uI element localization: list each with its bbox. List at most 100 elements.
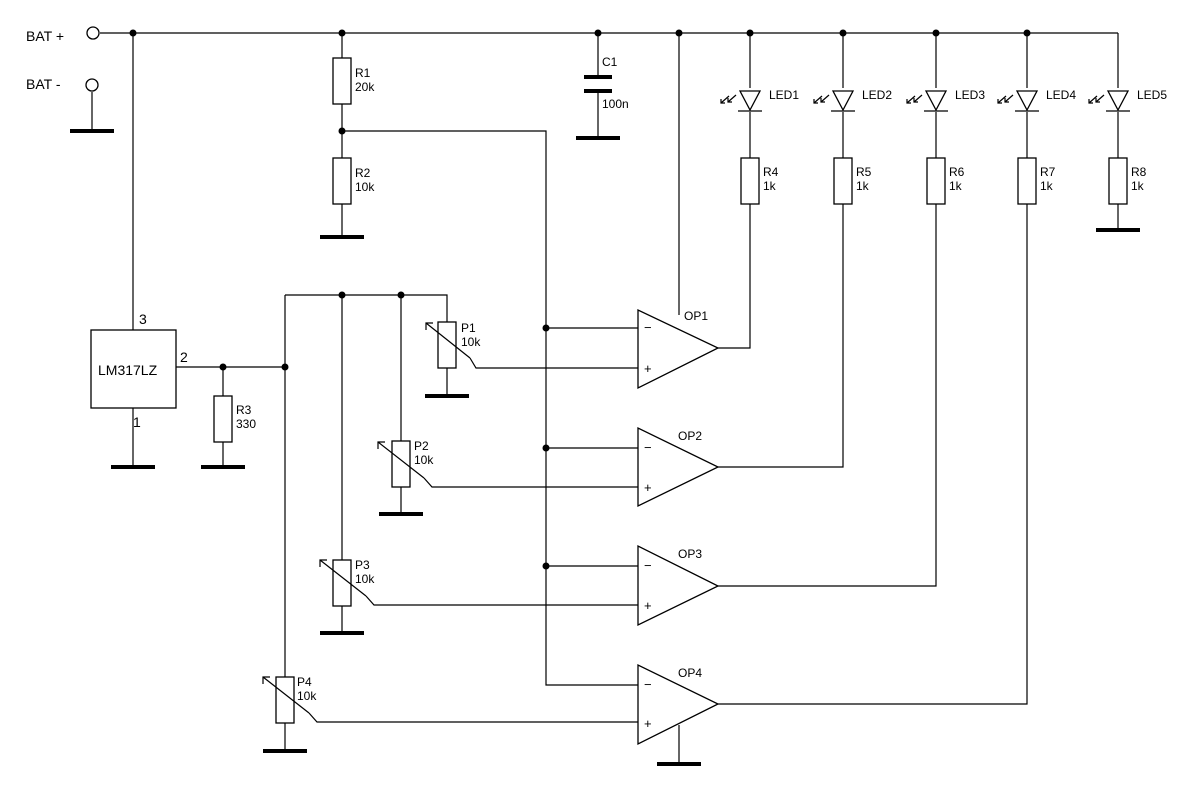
junction-dot — [675, 29, 683, 37]
led-4: LED4 — [997, 88, 1076, 112]
wire-led2-op2 — [718, 33, 844, 468]
junction-dot — [542, 562, 550, 570]
junction-dot — [746, 29, 754, 37]
junction-dot — [839, 29, 847, 37]
resistor-r2: R2 10k — [332, 157, 375, 205]
svg-text:10k: 10k — [355, 180, 375, 194]
potentiometer-p3: P3 10k — [319, 558, 375, 607]
wire-led1-op1 — [718, 33, 751, 349]
wire-led4-op4 — [718, 33, 1028, 705]
junction-dot — [397, 291, 405, 299]
led-2: LED2 — [813, 88, 892, 112]
svg-text:−: − — [644, 677, 652, 692]
capacitor-c1: C1 100n — [584, 55, 629, 111]
svg-text:10k: 10k — [414, 453, 434, 467]
svg-text:C1: C1 — [602, 55, 618, 69]
wire-p4-wiper — [308, 712, 638, 723]
svg-text:LED3: LED3 — [955, 88, 985, 102]
svg-text:R7: R7 — [1040, 165, 1056, 179]
regulator-lm317lz: LM317LZ 3 2 1 — [90, 311, 188, 430]
wire-pot-bus — [285, 294, 448, 322]
junction-dot — [542, 324, 550, 332]
opamp-op3: − + OP3 — [637, 544, 720, 627]
led-1: LED1 — [720, 88, 799, 112]
svg-text:R8: R8 — [1131, 165, 1147, 179]
resistor-r5: R5 1k — [833, 157, 872, 205]
potentiometer-p2: P2 10k — [377, 439, 434, 488]
junction-dot — [932, 29, 940, 37]
junction-dot — [129, 29, 137, 37]
resistor-r1: R1 20k — [332, 57, 375, 105]
svg-text:R2: R2 — [355, 166, 371, 180]
svg-text:P3: P3 — [355, 558, 370, 572]
resistor-r3: R3 330 — [213, 395, 256, 443]
svg-text:R6: R6 — [949, 165, 965, 179]
svg-text:P4: P4 — [297, 675, 312, 689]
svg-text:+: + — [644, 480, 652, 495]
svg-text:1: 1 — [133, 414, 141, 430]
potentiometer-p4: P4 10k — [262, 675, 317, 724]
svg-text:LED1: LED1 — [769, 88, 799, 102]
svg-text:+: + — [644, 598, 652, 613]
svg-text:R1: R1 — [355, 66, 371, 80]
svg-text:+: + — [644, 361, 652, 376]
ground-symbols — [70, 129, 1140, 766]
bat-plus-label: BAT + — [26, 28, 64, 44]
led-3: LED3 — [906, 88, 985, 112]
opamp-op2: − + OP2 — [637, 426, 720, 508]
opamp-op1: − + OP1 — [637, 308, 720, 390]
svg-text:+: + — [644, 716, 652, 731]
junction-dots — [129, 29, 1031, 570]
svg-text:330: 330 — [236, 417, 256, 431]
svg-text:−: − — [644, 558, 652, 573]
svg-text:R3: R3 — [236, 403, 252, 417]
wire-p2-wiper — [423, 477, 638, 488]
light-arrows-icon — [1088, 94, 1105, 104]
light-arrows-icon — [906, 94, 923, 104]
svg-text:20k: 20k — [355, 80, 375, 94]
battery-terminals: BAT + BAT - — [26, 26, 100, 92]
svg-text:LED2: LED2 — [862, 88, 892, 102]
junction-dot — [338, 29, 346, 37]
light-arrows-icon — [813, 94, 830, 104]
wire-led3-op3 — [718, 33, 937, 587]
svg-text:10k: 10k — [297, 689, 317, 703]
bat-minus-terminal — [85, 78, 99, 92]
light-arrows-icon — [720, 94, 737, 104]
svg-text:1k: 1k — [763, 179, 777, 193]
junction-dot — [1023, 29, 1031, 37]
junction-dot — [281, 363, 289, 371]
svg-text:10k: 10k — [355, 572, 375, 586]
svg-text:OP4: OP4 — [678, 666, 702, 680]
junction-dot — [594, 29, 602, 37]
svg-text:1k: 1k — [1040, 179, 1054, 193]
junction-dot — [338, 127, 346, 135]
resistor-r8: R8 1k — [1108, 157, 1147, 205]
opamp-op4: − + OP4 — [637, 663, 720, 746]
potentiometer-p1: P1 10k — [425, 321, 481, 369]
bat-minus-label: BAT - — [26, 76, 61, 92]
svg-text:1k: 1k — [1131, 179, 1145, 193]
wire-p3-wiper — [365, 595, 638, 606]
resistor-r6: R6 1k — [926, 157, 965, 205]
wire-inverting-inputs — [546, 327, 638, 567]
svg-text:1k: 1k — [856, 179, 870, 193]
svg-text:R4: R4 — [763, 165, 779, 179]
svg-text:P2: P2 — [414, 439, 429, 453]
wires — [91, 32, 1119, 762]
svg-text:OP2: OP2 — [678, 429, 702, 443]
wire-reference — [342, 130, 638, 686]
svg-text:P1: P1 — [461, 321, 476, 335]
svg-text:OP3: OP3 — [678, 547, 702, 561]
light-arrows-icon — [997, 94, 1014, 104]
resistor-r7: R7 1k — [1017, 157, 1056, 205]
svg-text:R5: R5 — [856, 165, 872, 179]
junction-dot — [219, 363, 227, 371]
svg-text:−: − — [644, 320, 652, 335]
wire-p1-wiper — [469, 357, 638, 369]
svg-text:10k: 10k — [461, 335, 481, 349]
svg-text:LM317LZ: LM317LZ — [98, 362, 158, 378]
bat-plus-terminal — [86, 26, 100, 40]
svg-text:LED5: LED5 — [1137, 88, 1167, 102]
